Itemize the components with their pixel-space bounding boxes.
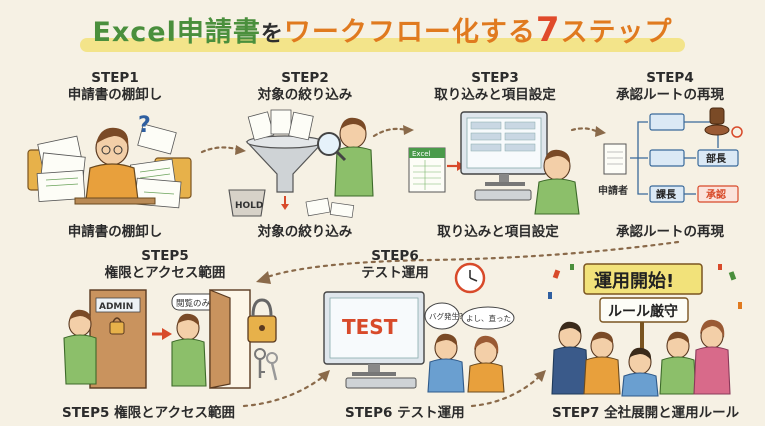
step5-label: STEP5 権限とアクセス範囲 [90,248,240,282]
step5-number: STEP5 [141,248,189,264]
step6-label: STEP6 テスト運用 [340,248,450,282]
arrow-step6-to-step7 [470,370,546,408]
step3-caption: 取り込みと項目設定 [437,224,559,240]
step4-caption: 承認ルートの再現 [616,224,724,240]
manager-box-label: 部長 [706,152,727,165]
step2-number: STEP2 [281,70,329,86]
step3-number: STEP3 [471,70,519,86]
rule-sign: ルール厳守 [608,303,678,320]
fixed-bubble: よし、直った [466,313,511,323]
applicant-label: 申請者 [598,184,628,197]
step2-caption: 対象の絞り込み [257,224,353,240]
step2-illustration: HOLD [228,109,374,218]
step4-title: 承認ルートの再現 [616,87,724,103]
step7-caption: STEP7 全社展開と運用ルール [552,405,740,421]
approve-box-label: 承認 [706,188,726,201]
step2-title: 対象の絞り込み [257,87,353,103]
arrow-step1-to-step2 [200,145,246,155]
step3-label: STEP3 取り込みと項目設定 [420,70,570,104]
arrow-step5-to-step6 [242,370,330,408]
step6-number: STEP6 [371,248,419,264]
step1-title: 申請書の棚卸し [67,87,163,103]
arrow-step3-to-step4 [570,126,606,137]
step6-illustration: TEST バグ発生? よし、直った [323,262,515,393]
go-live-sign: 運用開始! [594,270,674,292]
step4-illustration: 申請者 部長 課長 承認 [598,107,743,203]
step3-illustration: Excel [408,111,580,215]
title-part-excel: Excel申請書 [92,17,261,48]
step3-title: 取り込みと項目設定 [434,87,556,103]
step2-label: STEP2 対象の絞り込み [235,70,375,104]
title-part-steps: ステップ [560,17,673,48]
bug-bubble: バグ発生? [429,311,463,321]
view-only-bubble: 閲覧のみ [176,298,211,309]
title-part-workflow: ワークフロー化する [283,17,536,48]
step5-title: 権限とアクセス範囲 [104,265,226,281]
step6-title: テスト運用 [361,265,429,281]
svg-text:?: ? [138,113,151,138]
step4-label: STEP4 承認ルートの再現 [600,70,740,104]
arrow-step4-to-step5 [256,240,680,284]
title-part-particle: を [260,22,284,47]
step5-illustration: ADMIN 閲覧のみ [63,289,278,389]
section-chief-box-label: 課長 [656,188,677,201]
step1-illustration: ? [27,113,192,209]
admin-door-label: ADMIN [99,302,133,312]
step7-illustration: 運用開始! ルール厳守 [548,263,742,397]
step4-number: STEP4 [646,70,694,86]
title-part-number: 7 [535,10,561,50]
test-screen-label: TEST [342,315,398,339]
hold-bin-label: HOLD [235,201,263,211]
step1-number: STEP1 [91,70,139,86]
step1-label: STEP1 申請書の棚卸し [45,70,185,104]
step5-caption: STEP5 権限とアクセス範囲 [62,405,235,421]
arrow-step2-to-step3 [372,125,414,138]
page-title: Excel申請書をワークフロー化する7ステップ [76,8,688,54]
step3-excel-label: Excel [412,150,431,158]
step1-caption: 申請書の棚卸し [67,224,163,240]
title-banner: Excel申請書をワークフロー化する7ステップ [0,6,765,56]
step6-caption: STEP6 テスト運用 [345,405,465,421]
